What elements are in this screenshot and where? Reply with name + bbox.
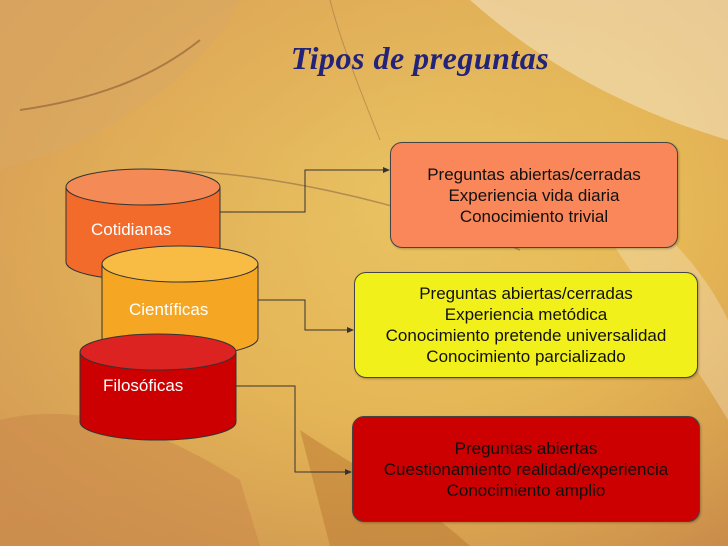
box-line: Conocimiento pretende universalidad [385, 326, 667, 345]
cylinder-filosoficas [79, 333, 237, 441]
box-line: Preguntas abiertas/cerradas [419, 284, 633, 303]
box-line: Experiencia vida diaria [448, 185, 620, 205]
cylinder-label-filosoficas: Filosóficas [103, 376, 184, 395]
box-filosoficas: Preguntas abiertas Cuestionamiento reali… [352, 416, 700, 522]
connector-cotidianas [220, 169, 388, 213]
page-title: Tipos de preguntas [290, 40, 550, 76]
connector-filosoficas [236, 385, 350, 473]
box-line: Conocimiento trivial [459, 206, 609, 226]
arrowhead-cientificas [347, 327, 354, 333]
connector-cientificas [258, 299, 352, 331]
box-line: Conocimiento parcializado [426, 347, 626, 366]
box-cotidianas: Preguntas abiertas/cerradas Experiencia … [390, 142, 678, 248]
box-cientificas: Preguntas abiertas/cerradas Experiencia … [354, 272, 698, 378]
box-line: Cuestionamiento realidad/experiencia [383, 459, 669, 479]
cylinder-cientificas [101, 245, 259, 357]
box-line: Preguntas abiertas/cerradas [427, 164, 641, 184]
cylinder-label-cientificas: Científicas [129, 300, 209, 319]
arrowhead-filosoficas [345, 469, 352, 475]
box-line: Experiencia metódica [444, 305, 608, 324]
box-line: Conocimiento amplio [446, 480, 606, 500]
box-line: Preguntas abiertas [454, 438, 598, 458]
arrowhead-cotidianas [383, 167, 390, 173]
cylinder-label-cotidianas: Cotidianas [91, 220, 172, 239]
